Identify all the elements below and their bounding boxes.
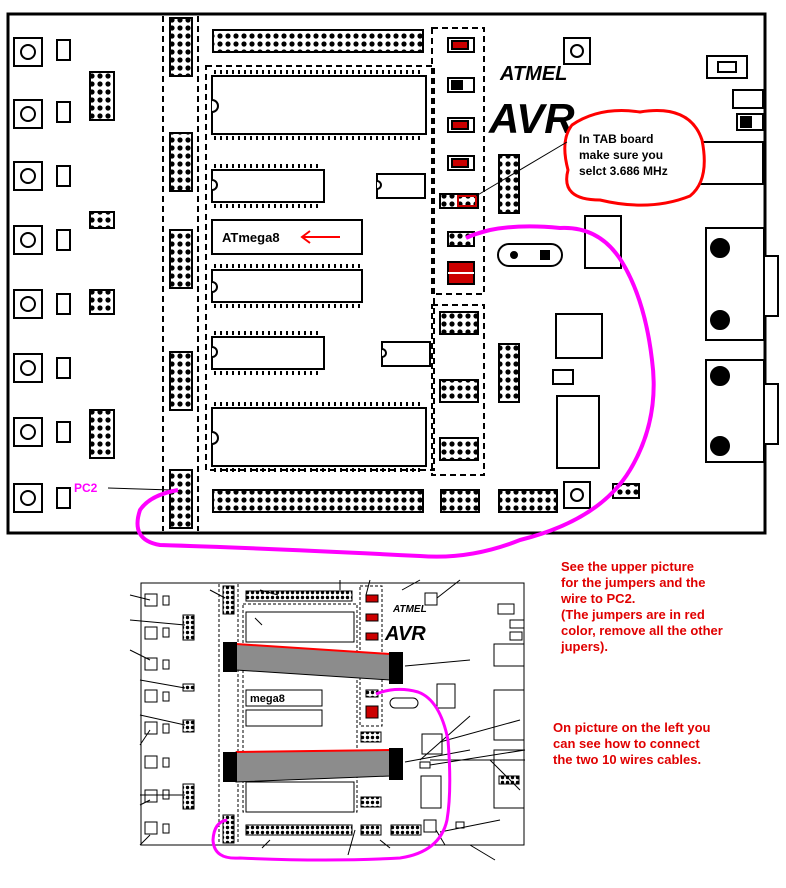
small-atmel-logo: ATMEL — [392, 604, 427, 615]
small-sockets — [245, 611, 355, 813]
long-headers — [212, 29, 640, 513]
cable-note-line-2: can see how to connect — [553, 736, 700, 751]
ic-sockets — [211, 75, 431, 467]
jumper-note-line-1: See the upper picture — [561, 559, 694, 574]
small-port-headers — [222, 585, 422, 844]
cable-note-line-3: the two 10 wires cables. — [553, 752, 701, 767]
small-pc2-wire — [211, 687, 452, 862]
callout-line-2: make sure you — [579, 148, 663, 162]
socket-notches — [211, 99, 387, 445]
small-jumpers — [365, 594, 379, 719]
pc2-label: PC2 — [74, 481, 98, 495]
pc2-wire — [135, 224, 656, 559]
left-headers — [89, 71, 115, 459]
jumper-note-line-5: color, remove all the other — [561, 623, 723, 638]
socket-pins — [214, 70, 424, 472]
pointer-lines — [129, 579, 526, 861]
jumper-note: See the upper picture for the jumpers an… — [560, 559, 723, 654]
jumper-note-line-4: (The jumpers are in red — [561, 607, 705, 622]
cable-note: On picture on the left you can see how t… — [553, 720, 711, 767]
ten-wire-cables — [223, 642, 403, 783]
small-board: mega8 ATMEL AVR — [129, 579, 526, 862]
callout-line-1: In TAB board — [579, 132, 653, 146]
atmel-logo: ATMEL — [499, 63, 567, 85]
jumper-note-line-3: wire to PC2. — [560, 591, 635, 606]
small-chip-label: mega8 — [250, 693, 285, 705]
chip-arrow — [300, 230, 340, 244]
clock-callout: In TAB board make sure you selct 3.686 M… — [475, 109, 706, 207]
small-avr-logo: AVR — [384, 623, 426, 645]
jumper-column — [431, 27, 485, 295]
jumpers — [439, 37, 479, 285]
chip-label: ATmega8 — [222, 230, 280, 245]
jumper-note-line-2: for the jumpers and the — [561, 575, 705, 590]
led-column — [56, 39, 71, 509]
header-column — [431, 304, 485, 476]
main-board: ATmega8 ATMEL AVR — [6, 12, 779, 559]
avr-logo: AVR — [488, 95, 575, 142]
pc2-leader — [107, 487, 173, 491]
small-right-components — [389, 592, 525, 833]
small-left-headers — [182, 614, 195, 810]
jumper-note-line-6: jupers). — [560, 639, 608, 654]
right-headers — [439, 154, 520, 461]
small-buttons — [144, 593, 170, 835]
socket-area — [205, 65, 435, 471]
cable-note-line-1: On picture on the left you — [553, 720, 711, 735]
callout-line-3: selct 3.686 MHz — [579, 164, 668, 178]
right-components — [497, 37, 779, 509]
push-buttons-left — [13, 37, 43, 513]
port-column — [162, 16, 199, 531]
